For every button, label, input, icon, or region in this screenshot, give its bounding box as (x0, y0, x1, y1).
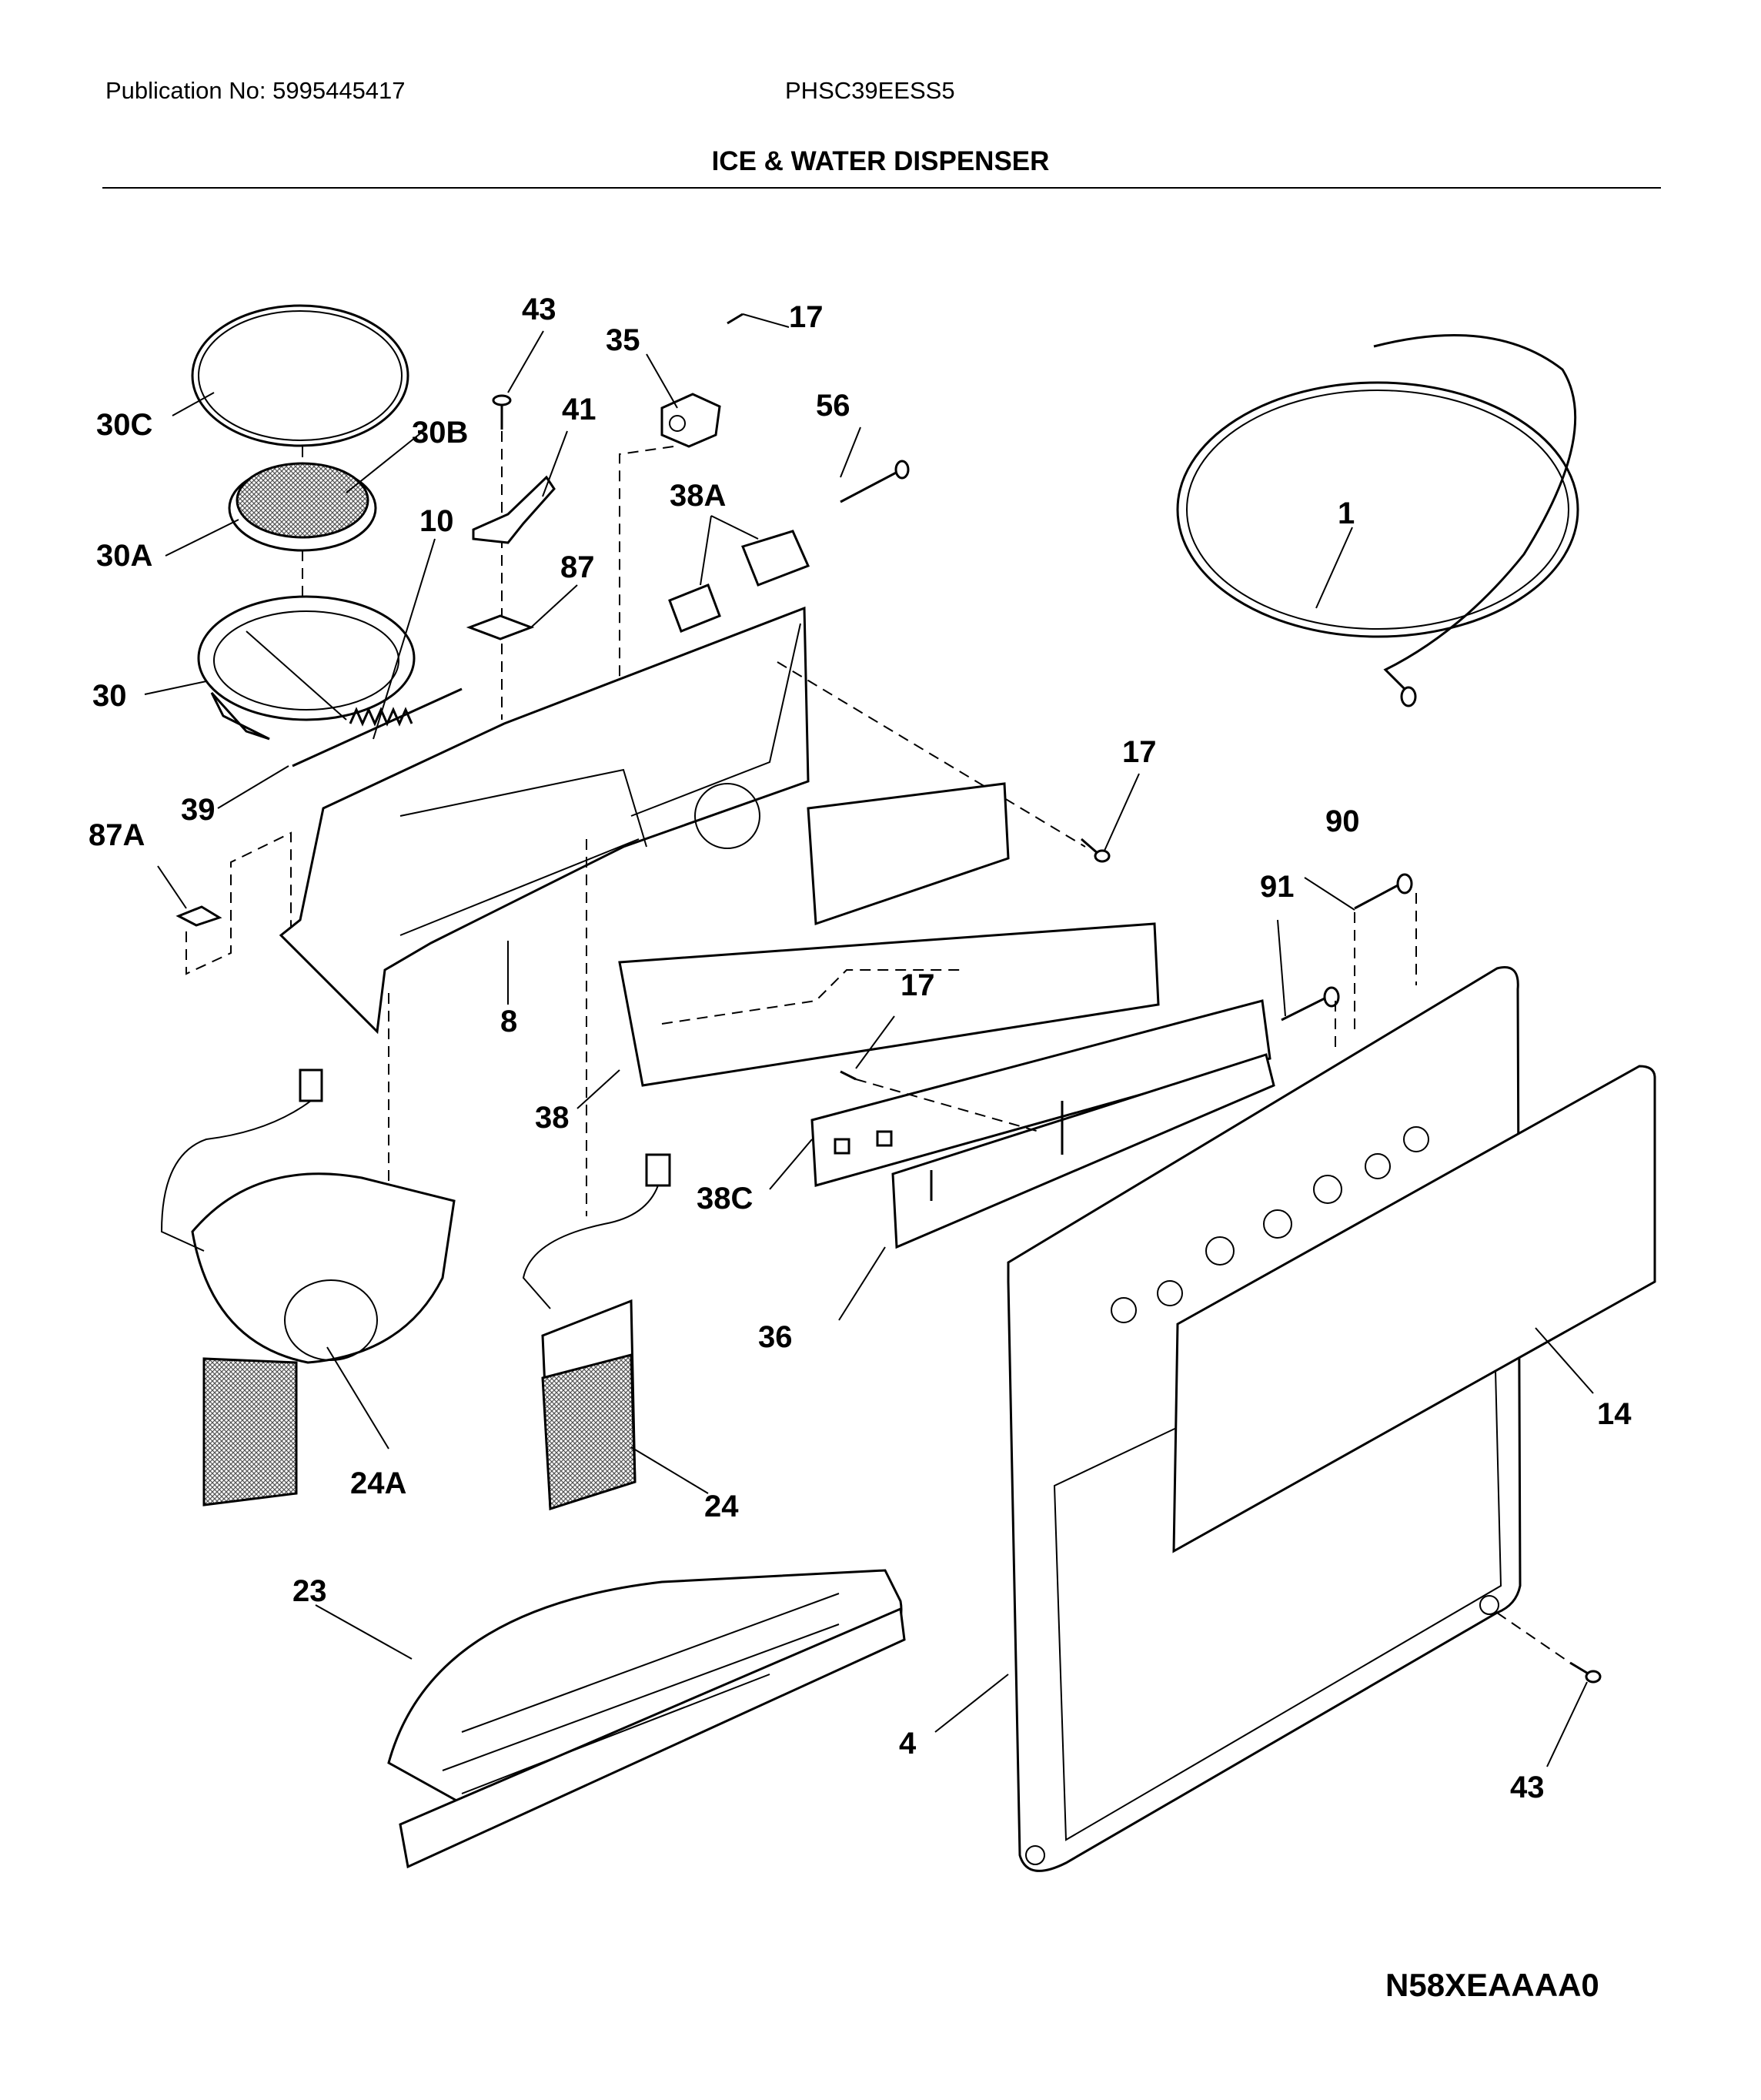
callout-23: 23 (292, 1574, 327, 1608)
callout-56: 56 (816, 389, 850, 423)
part-1-water-tube (1176, 333, 1579, 707)
part-8-main-housing (279, 606, 810, 1035)
part-87-pad (466, 614, 535, 640)
part-10-spring (349, 707, 413, 727)
diagram-code: N58XEAAAA0 (1385, 1967, 1599, 2003)
part-17-screw-middle (840, 1070, 857, 1081)
part-17-screw-right (1081, 838, 1111, 863)
callout-17-middle: 17 (901, 968, 935, 1002)
part-17-screw-top (727, 313, 743, 325)
part-38-control-board (618, 782, 1160, 1087)
page-title: ICE & WATER DISPENSER (711, 146, 1050, 176)
callout-38c: 38C (697, 1182, 753, 1216)
part-30c-gasket (191, 304, 409, 447)
callout-41: 41 (562, 393, 596, 426)
part-24a-ice-chute (160, 1068, 456, 1506)
part-24-water-chute (522, 1153, 671, 1511)
part-91-pin (1281, 986, 1340, 1022)
callout-14: 14 (1597, 1397, 1632, 1431)
publication-number: Publication No: 5995445417 (105, 77, 406, 104)
part-14-overlay (1172, 1065, 1656, 1553)
callout-24a: 24A (350, 1466, 406, 1500)
part-38a-switch-right (741, 530, 810, 587)
part-30-housing (197, 595, 416, 741)
header-divider (102, 187, 1661, 189)
callout-91: 91 (1260, 870, 1295, 904)
callout-35: 35 (606, 323, 640, 357)
callout-38: 38 (535, 1101, 570, 1135)
callout-17-right: 17 (1122, 735, 1157, 769)
part-30a-filter-cap (228, 462, 377, 552)
part-41-bracket (472, 475, 556, 544)
callout-90: 90 (1325, 804, 1360, 838)
callout-8: 8 (500, 1005, 517, 1038)
callout-30b: 30B (412, 416, 468, 450)
model-number: PHSC39EESS5 (785, 77, 955, 104)
part-56-long-screw (840, 460, 910, 503)
callout-30: 30 (92, 679, 127, 713)
callout-30a: 30A (96, 539, 152, 573)
part-36-lever-bracket (891, 1053, 1275, 1249)
part-43-screw-bottom (1569, 1661, 1602, 1684)
callout-4: 4 (899, 1727, 917, 1761)
part-35-actuator (660, 393, 721, 448)
callout-43-bottom: 43 (1510, 1771, 1545, 1804)
callout-87: 87 (560, 550, 595, 584)
callout-24: 24 (704, 1490, 739, 1523)
part-38a-switch-left (668, 584, 721, 633)
callout-1: 1 (1338, 497, 1355, 530)
callout-17-top: 17 (789, 300, 824, 334)
callout-38a: 38A (670, 479, 726, 513)
callout-10: 10 (419, 504, 454, 538)
part-38c-sensor-board (810, 999, 1271, 1187)
part-43-screw-top (492, 394, 512, 430)
callout-87a: 87A (89, 818, 145, 852)
part-87a-pad (175, 905, 222, 927)
part-90-pin (1354, 873, 1413, 910)
part-23-drip-tray (387, 1569, 906, 1869)
callout-36: 36 (758, 1320, 793, 1354)
callout-43-top: 43 (522, 293, 556, 326)
callout-30c: 30C (96, 408, 152, 442)
callout-39: 39 (181, 793, 216, 827)
